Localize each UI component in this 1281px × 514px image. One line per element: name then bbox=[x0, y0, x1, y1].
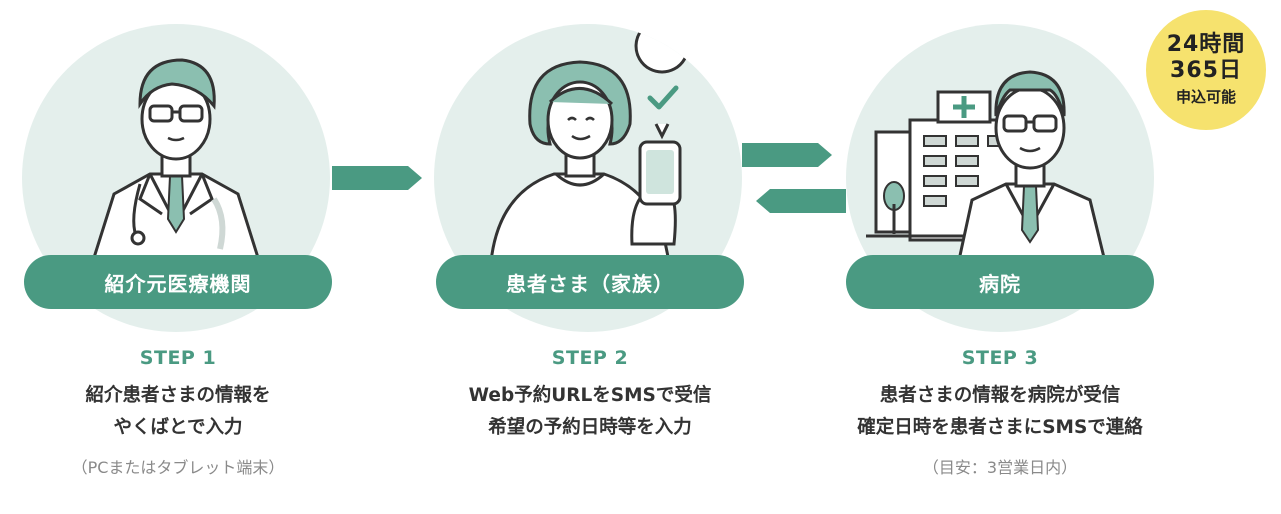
badge-days: 365日 bbox=[1170, 58, 1242, 83]
step3-label: STEP 3 bbox=[961, 347, 1039, 369]
hospital-building-illustration bbox=[866, 70, 1110, 276]
step1-label: STEP 1 bbox=[139, 347, 217, 369]
step1-desc-line: 紹介患者さまの情報を bbox=[85, 385, 271, 406]
arrow-right-icon bbox=[332, 166, 422, 190]
availability-badge: 24時間 365日 申込可能 bbox=[1146, 10, 1266, 130]
step1-description: 紹介患者さまの情報を やくばとで入力 bbox=[0, 380, 358, 444]
badge-text: 申込可能 bbox=[1175, 88, 1236, 106]
step3-note: （目安：3営業日内） bbox=[922, 458, 1078, 477]
step1-role-label: 紹介元医療機関 bbox=[104, 271, 252, 296]
patient-with-phone-illustration bbox=[488, 24, 690, 276]
step2-role-label: 患者さま（家族） bbox=[506, 271, 674, 296]
step3-desc-line: 確定日時を患者さまにSMSで連絡 bbox=[857, 417, 1143, 438]
step1-note: （PCまたはタブレット端末） bbox=[71, 458, 285, 477]
doctor-illustration bbox=[89, 58, 263, 266]
step2-description: Web予約URLをSMSで受信 希望の予約日時等を入力 bbox=[410, 380, 770, 444]
step3-role-pill: 病院 bbox=[846, 255, 1154, 309]
badge-hours: 24時間 bbox=[1166, 32, 1246, 57]
arrow-right-icon bbox=[742, 143, 832, 167]
step1-role-pill: 紹介元医療機関 bbox=[24, 255, 332, 309]
step2-label: STEP 2 bbox=[551, 347, 629, 369]
step2-role-pill: 患者さま（家族） bbox=[436, 255, 744, 309]
step3-desc-line: 患者さまの情報を病院が受信 bbox=[879, 385, 1121, 406]
step1-desc-line: やくばとで入力 bbox=[113, 417, 243, 438]
arrow-left-icon bbox=[756, 189, 846, 213]
step2-desc-line: 希望の予約日時等を入力 bbox=[488, 417, 692, 438]
step2-desc-line: Web予約URLをSMSで受信 bbox=[468, 385, 712, 406]
step3-description: 患者さまの情報を病院が受信 確定日時を患者さまにSMSで連絡 bbox=[820, 380, 1180, 444]
check-bubble-icon bbox=[634, 24, 690, 140]
step3-role-label: 病院 bbox=[979, 271, 1021, 296]
